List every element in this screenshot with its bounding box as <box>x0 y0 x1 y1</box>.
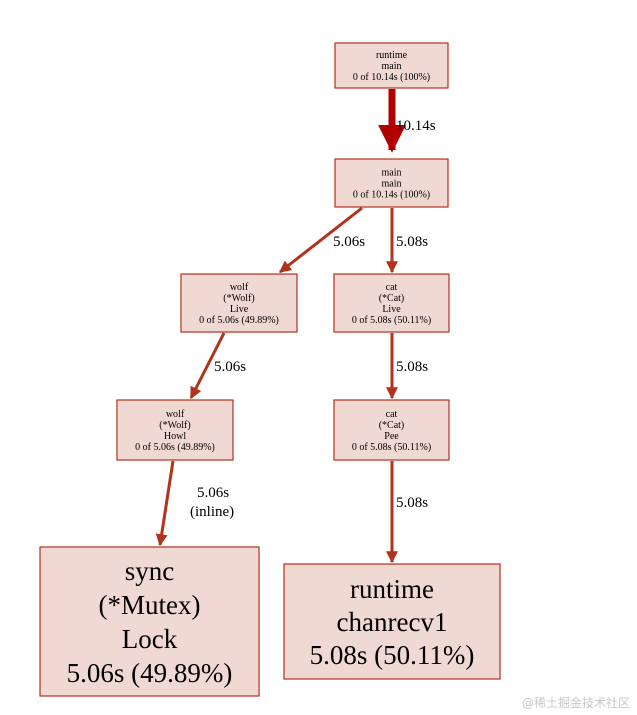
node-label-line: 5.08s (50.11%) <box>310 640 475 670</box>
edge-e7: 5.08s <box>386 461 428 564</box>
node-label-line: (*Cat) <box>379 420 405 431</box>
node-label-line: 0 of 10.14s (100%) <box>353 190 430 201</box>
node-box <box>180 273 298 333</box>
edge-line <box>189 332 226 400</box>
node-label-line: (*Wolf) <box>223 293 254 304</box>
node-label-line: sync <box>125 556 175 586</box>
node-label-line: 0 of 5.06s (49.89%) <box>135 442 215 453</box>
edge-label: (inline) <box>190 504 234 520</box>
node-label-line: Lock <box>122 624 178 654</box>
node-box <box>334 42 449 89</box>
node-label-line: main <box>382 61 402 72</box>
node-box <box>333 399 450 461</box>
edge-label: 5.08s <box>396 495 428 511</box>
watermark-text: @稀土掘金技术社区 <box>522 695 630 710</box>
node-label-line: Live <box>230 304 249 315</box>
node-label-line: Live <box>382 304 401 315</box>
node-label-line: (*Mutex) <box>99 590 201 620</box>
node-label-line: main <box>382 179 402 190</box>
edge-label: 5.08s <box>396 234 428 250</box>
node-label-line: Pee <box>384 431 399 442</box>
edge-label: 5.06s <box>214 359 246 375</box>
edge-e4: 5.06s <box>189 332 246 400</box>
node-label-line: (*Wolf) <box>159 420 190 431</box>
node-label-line: wolf <box>166 409 185 420</box>
edge-label: 5.08s <box>396 359 428 375</box>
edge-e5: 5.08s <box>386 333 428 400</box>
node-label-line: 5.06s (49.89%) <box>67 658 233 688</box>
node-box <box>116 399 234 461</box>
node-box <box>39 546 260 697</box>
node-label-line: main <box>382 168 402 179</box>
edge-e3: 5.08s <box>386 208 428 274</box>
node-label-line: cat <box>386 282 398 293</box>
node-label-line: 0 of 5.08s (50.11%) <box>352 315 431 326</box>
node-sync-mutex-lock[interactable]: sync (*Mutex) Lock 5.06s (49.89%) <box>39 546 260 697</box>
node-label-line: (*Cat) <box>379 293 405 304</box>
node-box <box>334 158 449 208</box>
node-label-line: 0 of 10.14s (100%) <box>353 72 430 83</box>
edge-e2: 5.06s <box>279 206 365 274</box>
edge-line <box>279 206 363 274</box>
node-label-line: 0 of 5.08s (50.11%) <box>352 442 431 453</box>
edge-e6: 5.06s (inline) <box>155 460 234 547</box>
edge-label: 10.14s <box>396 118 436 134</box>
node-box <box>333 273 450 333</box>
node-label-line: wolf <box>230 282 249 293</box>
node-label-line: runtime <box>376 50 408 61</box>
node-label-line: chanrecv1 <box>337 607 448 637</box>
node-label-line: Howl <box>164 431 186 442</box>
edge-line <box>155 460 175 547</box>
edge-label: 5.06s <box>197 485 229 501</box>
node-label-line: runtime <box>350 574 434 604</box>
node-label-line: cat <box>386 409 398 420</box>
node-box <box>283 563 501 680</box>
node-label-line: 0 of 5.06s (49.89%) <box>199 315 279 326</box>
edge-e1: 10.14s <box>378 89 436 153</box>
edge-label: 5.06s <box>333 234 365 250</box>
